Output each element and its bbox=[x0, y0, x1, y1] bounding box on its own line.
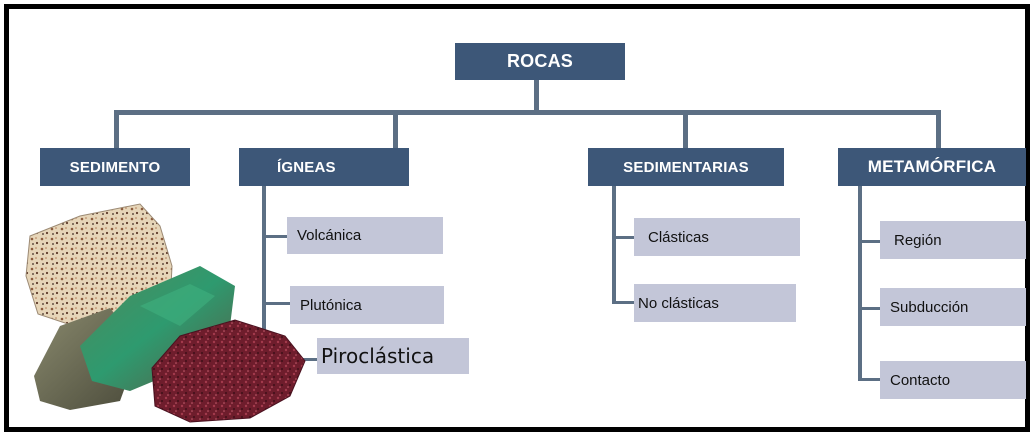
igneas-tick-2 bbox=[262, 302, 290, 305]
category-node-sedimento: SEDIMENTO bbox=[40, 148, 190, 186]
leaf-contacto: Contacto bbox=[880, 361, 1026, 399]
leaf-piroclastica: Piroclástica bbox=[317, 338, 469, 374]
leaf-subduccion: Subducción bbox=[880, 288, 1026, 326]
image-frame bbox=[4, 4, 1030, 432]
igneas-spine bbox=[262, 186, 266, 332]
leaf-plutonica: Plutónica bbox=[290, 286, 444, 324]
metamorfica-tick-1 bbox=[858, 240, 880, 243]
root-node-rocas: ROCAS bbox=[455, 43, 625, 80]
top-bus bbox=[114, 110, 941, 115]
sedimentarias-tick-2 bbox=[612, 301, 634, 304]
igneas-tick-1 bbox=[262, 235, 287, 238]
category-node-igneas: ÍGNEAS bbox=[239, 148, 409, 186]
root-connector bbox=[534, 80, 539, 114]
leaf-clasticas: Clásticas bbox=[634, 218, 800, 256]
category-node-metamorfica: METAMÓRFICA bbox=[838, 148, 1026, 186]
metamorfica-drop bbox=[936, 110, 941, 148]
metamorfica-tick-3 bbox=[858, 378, 880, 381]
metamorfica-spine bbox=[858, 186, 862, 381]
sedimentarias-spine bbox=[612, 186, 616, 304]
leaf-no-clasticas: No clásticas bbox=[634, 284, 796, 322]
sedimentarias-drop bbox=[683, 110, 688, 148]
category-node-sedimentarias: SEDIMENTARIAS bbox=[588, 148, 784, 186]
leaf-volcanica: Volcánica bbox=[287, 217, 443, 254]
metamorfica-tick-2 bbox=[858, 307, 880, 310]
leaf-region: Región bbox=[880, 221, 1026, 259]
sedimento-drop bbox=[114, 110, 119, 148]
rock-samples-photo bbox=[25, 203, 306, 423]
igneas-drop bbox=[393, 110, 398, 148]
sedimentarias-tick-1 bbox=[612, 236, 634, 239]
